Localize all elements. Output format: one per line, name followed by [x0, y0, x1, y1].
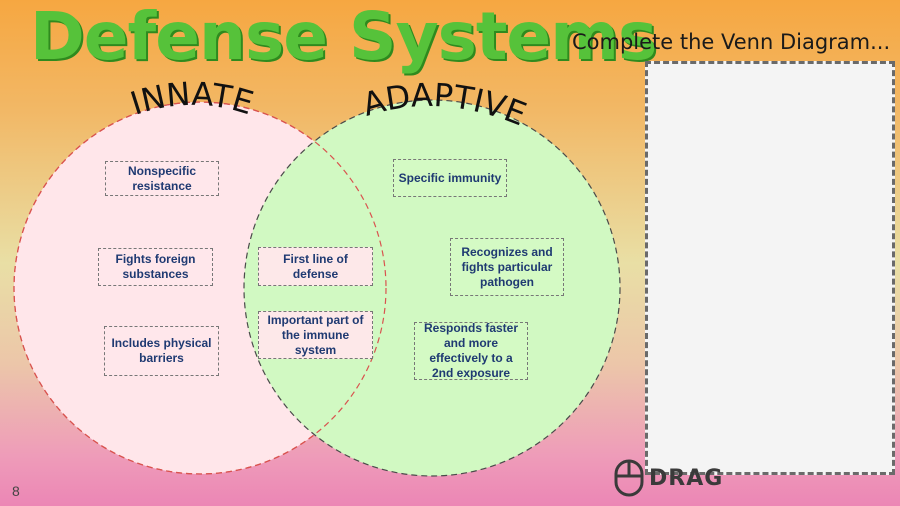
item-label: Specific immunity: [398, 170, 502, 185]
item-label: Important part of the immune system: [267, 312, 364, 357]
item-recognizes-particular-pathogen[interactable]: Recognizes and fights particular pathoge…: [450, 238, 564, 296]
item-specific-immunity[interactable]: Specific immunity: [393, 159, 507, 197]
slide-subtitle: Complete the Venn Diagram...: [572, 30, 891, 54]
mouse-icon: [614, 459, 644, 497]
innate-overlap-outline: [13, 101, 387, 475]
slide-title: Defense Systems: [30, 0, 657, 75]
item-label: Includes physical barriers: [111, 336, 212, 365]
item-fights-foreign-substances[interactable]: Fights foreign substances: [98, 248, 213, 286]
item-label: Fights foreign substances: [115, 252, 196, 281]
item-responds-faster-2nd-exposure[interactable]: Responds faster and more effectively to …: [414, 321, 528, 380]
item-important-part-of-immune-system[interactable]: Important part of the immune system: [258, 311, 373, 359]
adaptive-circle: [243, 99, 621, 477]
slide-number: 8: [12, 483, 20, 499]
item-first-line-of-defense[interactable]: First line of defense: [258, 247, 373, 286]
item-label: Responds faster and more effectively to …: [423, 321, 519, 380]
drag-hint: DRAG: [613, 458, 723, 498]
drag-label: DRAG: [649, 465, 724, 491]
item-includes-physical-barriers[interactable]: Includes physical barriers: [104, 326, 219, 376]
item-nonspecific-resistance[interactable]: Nonspecific resistance: [105, 161, 219, 196]
item-label: Recognizes and fights particular pathoge…: [461, 244, 553, 289]
item-label: First line of defense: [283, 251, 348, 281]
drag-drop-zone[interactable]: [645, 61, 895, 475]
item-label: Nonspecific resistance: [127, 163, 196, 193]
